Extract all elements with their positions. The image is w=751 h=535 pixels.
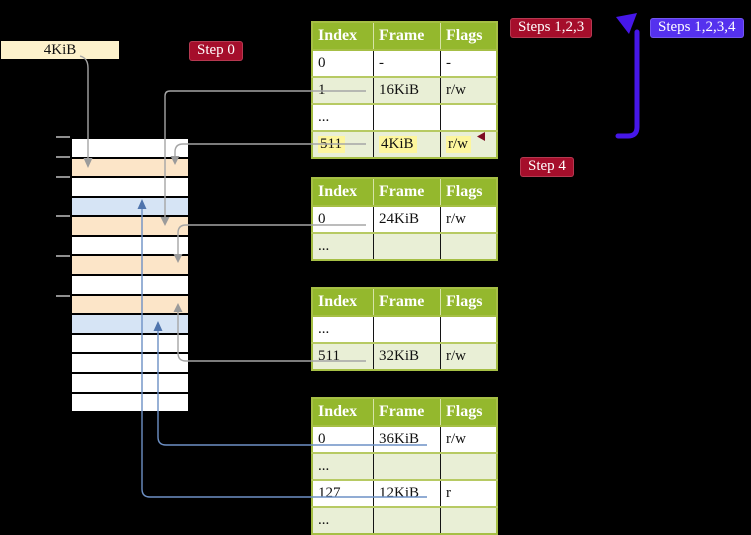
table-header-row: Index Frame Flags [312, 178, 497, 207]
cell-frame: - [373, 49, 441, 77]
page-table-3: Index Frame Flags ... 511 32KiB r/w [311, 287, 498, 371]
cell-index: ... [312, 506, 374, 534]
memory-frame-free [72, 391, 188, 412]
memory-frame-free [72, 332, 188, 353]
cell-frame: 36KiB [373, 425, 441, 453]
column-header-flags: Flags [440, 398, 497, 427]
cell-frame: 12KiB [373, 479, 441, 507]
cell-flags: r/w [440, 130, 497, 158]
cell-frame [373, 452, 441, 480]
page-table-2: Index Frame Flags 0 24KiB r/w ... [311, 177, 498, 261]
cell-frame [373, 315, 441, 343]
column-header-index: Index [312, 288, 374, 317]
memory-frame-pt [72, 156, 188, 177]
cell-frame: 32KiB [373, 342, 441, 370]
cell-flags [440, 506, 497, 534]
cell-frame [373, 506, 441, 534]
table-header-row: Index Frame Flags [312, 398, 497, 427]
steps123-badge: Steps 1,2,3 [510, 18, 593, 38]
memory-frame-pt [72, 215, 188, 235]
cell-index: 0 [312, 205, 374, 233]
table-row: 1 16KiB r/w [312, 76, 497, 104]
table-row: ... [312, 315, 497, 343]
memory-frame-pt [72, 254, 188, 275]
cell-flags [440, 452, 497, 480]
column-header-frame: Frame [373, 178, 441, 207]
table-row: ... [312, 452, 497, 480]
highlighted-value: r/w [446, 135, 471, 153]
table-header-row: Index Frame Flags [312, 22, 497, 51]
cell-flags: - [440, 49, 497, 77]
cell-flags: r/w [440, 76, 497, 104]
cell-frame: 4KiB [373, 130, 441, 158]
column-header-index: Index [312, 22, 374, 51]
column-header-index: Index [312, 178, 374, 207]
cell-flags: r/w [440, 425, 497, 453]
cell-index: 1 [312, 76, 374, 104]
cell-frame: 24KiB [373, 205, 441, 233]
memory-frame-free [72, 352, 188, 372]
recursive-loop-arrow [615, 29, 640, 139]
memory-tick [56, 176, 70, 178]
table-row: ... [312, 232, 497, 260]
arrowhead-up-left-icon [616, 13, 637, 34]
highlighted-value: 511 [318, 135, 345, 153]
cell-index: ... [312, 103, 374, 131]
cell-index: 511 [312, 342, 374, 370]
column-header-frame: Frame [373, 22, 441, 51]
frame-size-label: 4KiB [1, 41, 119, 59]
memory-frame-page [72, 313, 188, 333]
memory-frame-free [72, 234, 188, 255]
memory-frame-free [72, 371, 188, 392]
cell-index: 127 [312, 479, 374, 507]
cell-index: 511 [312, 130, 374, 158]
column-header-flags: Flags [440, 288, 497, 317]
cell-index: ... [312, 452, 374, 480]
cell-flags: r/w [440, 342, 497, 370]
column-header-frame: Frame [373, 398, 441, 427]
cell-flags: r/w [440, 205, 497, 233]
cell-frame [373, 103, 441, 131]
memory-tick [56, 295, 70, 297]
cell-flags [440, 232, 497, 260]
page-table-1: Index Frame Flags 0 - - 1 16KiB r/w ... … [311, 21, 498, 159]
memory-tick [56, 156, 70, 158]
cell-flags [440, 315, 497, 343]
step4-badge: Step 4 [520, 157, 574, 177]
memory-tick [56, 215, 70, 217]
table-row-recursive-entry: 511 4KiB r/w [312, 130, 497, 158]
memory-frame-free [72, 274, 188, 294]
memory-frame-free [72, 176, 188, 196]
table-header-row: Index Frame Flags [312, 288, 497, 317]
cell-index: ... [312, 315, 374, 343]
cell-index: ... [312, 232, 374, 260]
cell-flags: r [440, 479, 497, 507]
memory-frame-pt [72, 293, 188, 314]
cell-frame [373, 232, 441, 260]
column-header-flags: Flags [440, 178, 497, 207]
cell-flags [440, 103, 497, 131]
table-row: 0 24KiB r/w [312, 205, 497, 233]
table-row: 0 36KiB r/w [312, 425, 497, 453]
column-header-flags: Flags [440, 22, 497, 51]
table-row: 127 12KiB r [312, 479, 497, 507]
memory-frame-free [72, 139, 188, 157]
cell-index: 0 [312, 49, 374, 77]
step0-badge: Step 0 [189, 41, 243, 61]
cell-frame: 16KiB [373, 76, 441, 104]
memory-tick [56, 136, 70, 138]
highlighted-value: 4KiB [379, 135, 417, 153]
table-row: ... [312, 103, 497, 131]
table-row: 511 32KiB r/w [312, 342, 497, 370]
memory-frame-page [72, 195, 188, 216]
column-header-frame: Frame [373, 288, 441, 317]
column-header-index: Index [312, 398, 374, 427]
table-row: ... [312, 506, 497, 534]
memory-column [70, 137, 190, 413]
table-row: 0 - - [312, 49, 497, 77]
page-table-4: Index Frame Flags 0 36KiB r/w ... 127 12… [311, 397, 498, 535]
cell-index: 0 [312, 425, 374, 453]
memory-tick [56, 255, 70, 257]
steps1234-badge: Steps 1,2,3,4 [650, 18, 744, 38]
